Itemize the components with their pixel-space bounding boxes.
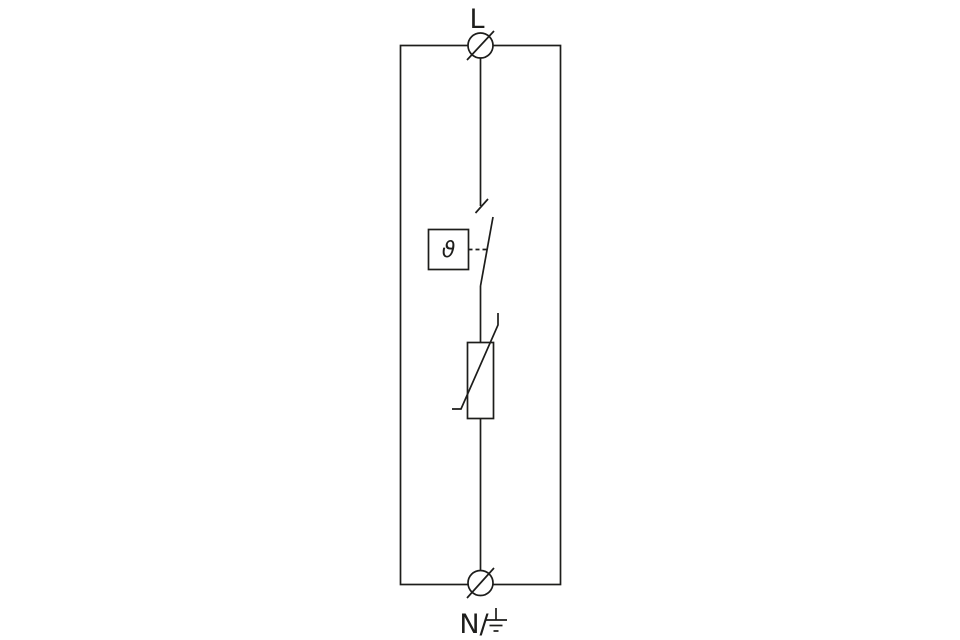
varistor-body [466, 341, 495, 420]
terminal-label-l: L [469, 4, 484, 35]
terminal-bottom-icon [466, 567, 495, 599]
terminal-label-n: N/ [459, 609, 489, 640]
terminal-bottom-slash [466, 567, 495, 599]
switch-fixed-contact-tick [474, 198, 489, 214]
terminal-top-icon [466, 30, 495, 61]
disconnect-switch-blade [479, 216, 494, 287]
earth-ground-icon [485, 608, 507, 632]
varistor-strike-line [452, 313, 499, 410]
terminal-top-slash [466, 30, 495, 61]
thermal-trip-box [427, 228, 470, 271]
thermal-trip-label: ϑ [442, 238, 456, 263]
